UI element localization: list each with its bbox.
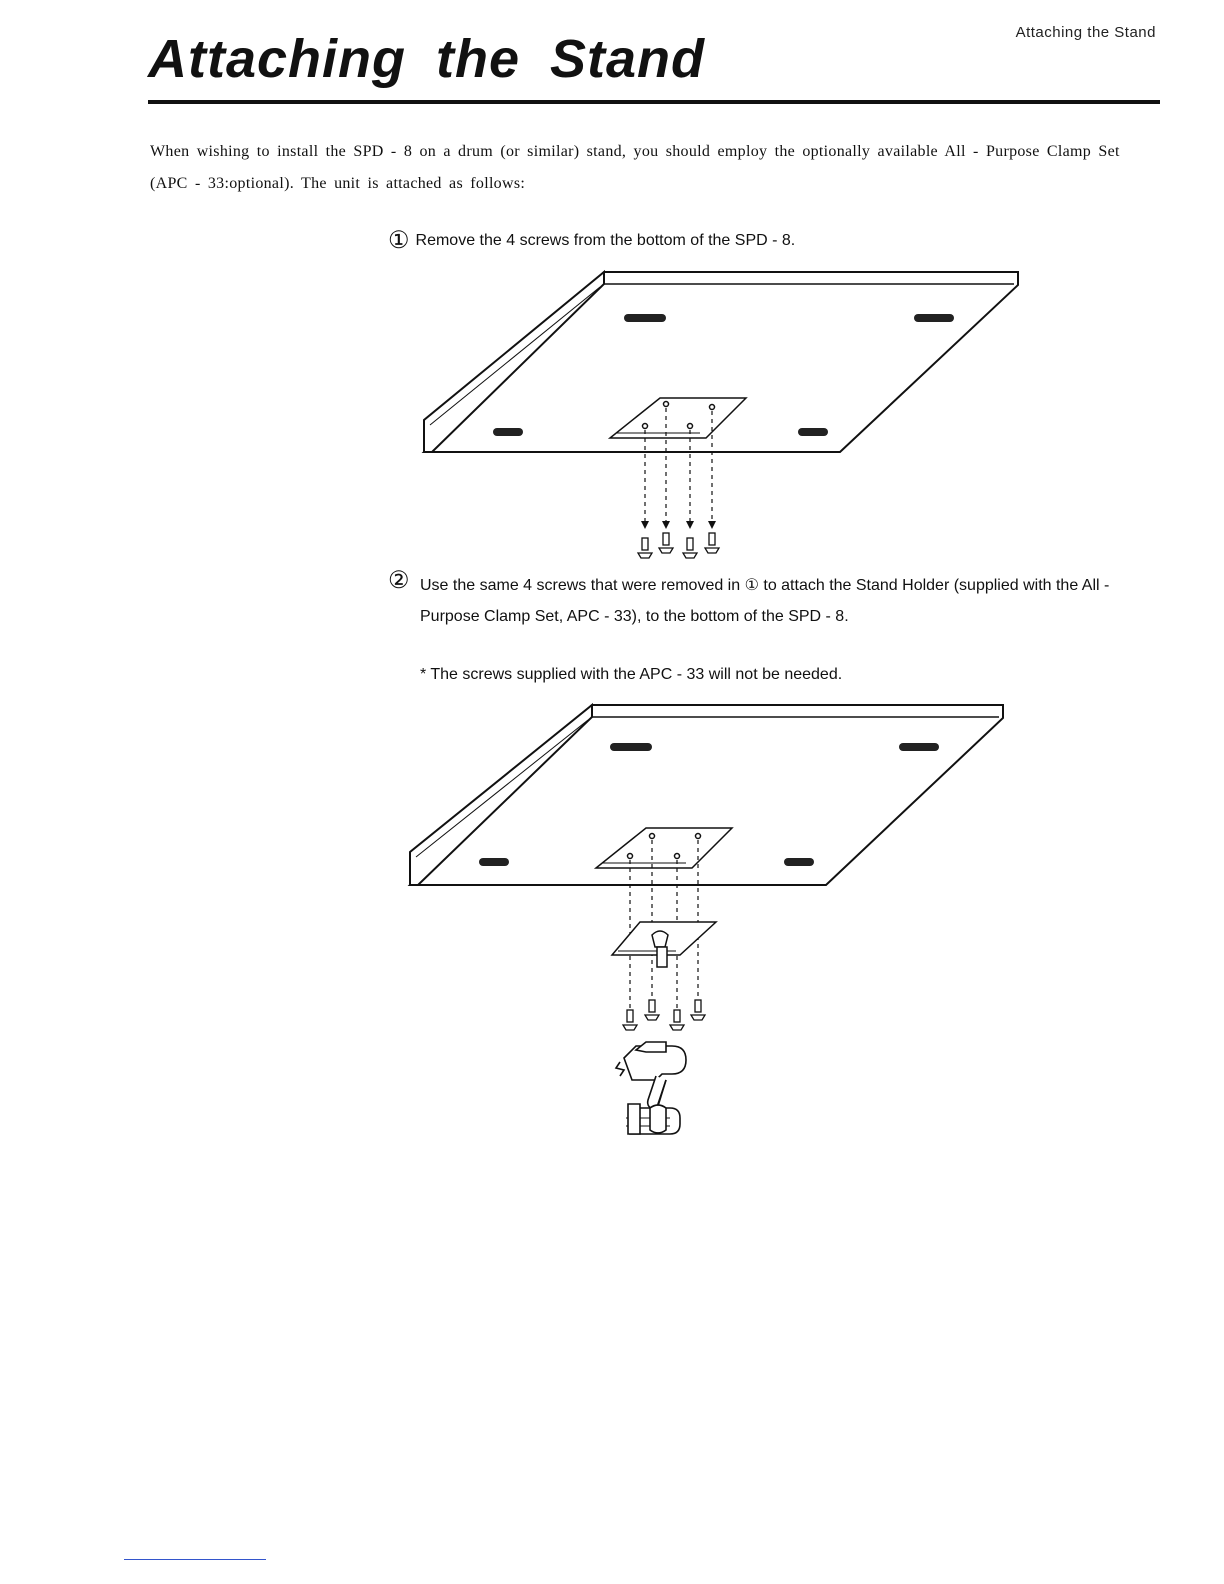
step-2-text: Use the same 4 screws that were removed … <box>420 570 1160 632</box>
step-2-text-before: Use the same 4 screws that were removed … <box>420 577 745 594</box>
footer-rule <box>124 1559 266 1560</box>
clamp-illustration <box>614 1041 687 1135</box>
screws-1 <box>636 532 721 559</box>
mounting-plate-1 <box>607 397 748 439</box>
mounting-plate-2 <box>593 827 734 869</box>
running-head: Attaching the Stand <box>1015 24 1156 41</box>
step-2-ref: ① <box>744 577 759 594</box>
rubber-feet-2 <box>479 743 939 866</box>
note: * The screws supplied with the APC - 33 … <box>420 666 843 683</box>
stand-holder-plate <box>610 921 718 968</box>
screw-guides-1 <box>644 408 713 525</box>
step-1-text: Remove the 4 screws from the bottom of t… <box>415 232 796 249</box>
arrows-1 <box>641 521 716 529</box>
title-rule <box>148 100 1160 104</box>
step-2-number: ② <box>388 567 410 594</box>
spd8-unit-illustration-1 <box>421 269 1019 453</box>
intro-paragraph: When wishing to install the SPD - 8 on a… <box>150 143 1120 192</box>
page-title: Attaching the Stand <box>148 29 705 89</box>
spd8-unit-illustration-2 <box>407 702 1004 886</box>
screws-2 <box>621 999 707 1031</box>
rubber-feet-1 <box>493 314 954 436</box>
step-2-text-after: to attach the Stand Holder (supplied wit… <box>420 577 1110 625</box>
step-1: ① Remove the 4 screws from the bottom of … <box>388 226 795 256</box>
step-1-number: ① <box>388 227 410 254</box>
